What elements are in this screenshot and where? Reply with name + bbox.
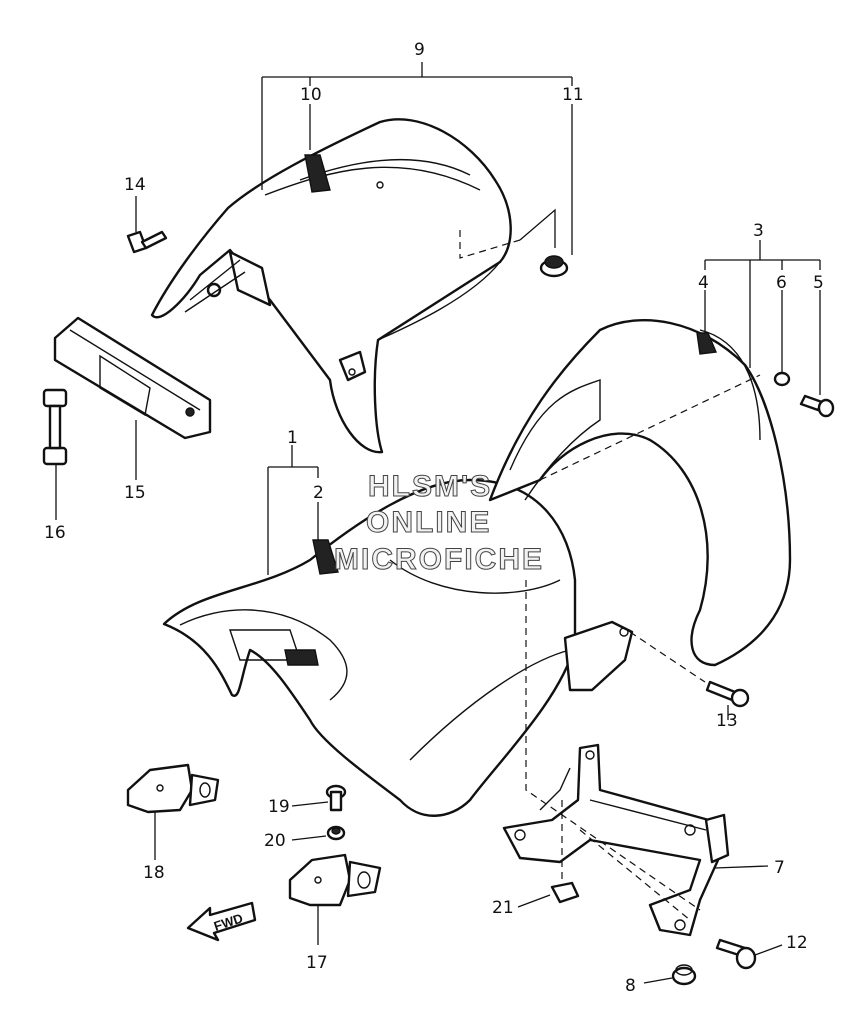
watermark: HLSM'S ONLINE MICROFICHE bbox=[334, 470, 544, 577]
part-9-rear-seat bbox=[150, 118, 556, 454]
callout-labels: 9 10 11 14 3 4 6 5 15 16 1 2 13 7 12 8 2… bbox=[44, 40, 824, 996]
watermark-line-2: ONLINE bbox=[366, 506, 491, 539]
part-20-nut bbox=[326, 825, 346, 841]
callout-16: 16 bbox=[44, 523, 66, 543]
part-12-bolt bbox=[715, 938, 757, 970]
part-11-grommet bbox=[539, 255, 569, 278]
callout-15: 15 bbox=[124, 483, 146, 503]
part-1-main-seat bbox=[162, 319, 792, 817]
part-14-bolt bbox=[126, 230, 168, 254]
part-13-bolt bbox=[705, 680, 750, 708]
callout-13: 13 bbox=[716, 711, 738, 731]
part-8-cap bbox=[671, 964, 697, 986]
part-15-bracket bbox=[53, 316, 212, 440]
callout-19: 19 bbox=[268, 797, 290, 817]
callout-3: 3 bbox=[753, 221, 764, 241]
part-6-washer bbox=[773, 371, 791, 387]
callout-14: 14 bbox=[124, 175, 146, 195]
callout-18: 18 bbox=[143, 863, 165, 883]
callout-11: 11 bbox=[562, 85, 584, 105]
part-7-frame-bracket bbox=[502, 743, 730, 937]
leader-lines bbox=[55, 62, 821, 984]
callout-7: 7 bbox=[774, 858, 785, 878]
watermark-line-3: MICROFICHE bbox=[334, 543, 544, 576]
callout-20: 20 bbox=[264, 831, 286, 851]
callout-10: 10 bbox=[300, 85, 322, 105]
callout-1: 1 bbox=[287, 428, 298, 448]
part-5-bolt bbox=[799, 394, 835, 418]
part-19-bolt bbox=[325, 784, 347, 812]
callout-2: 2 bbox=[313, 483, 324, 503]
part-17-seat-lock bbox=[288, 853, 382, 907]
callout-17: 17 bbox=[306, 953, 328, 973]
callout-4: 4 bbox=[698, 273, 709, 293]
callout-9: 9 bbox=[414, 40, 425, 60]
callout-8: 8 bbox=[625, 976, 636, 996]
watermark-line-1: HLSM'S bbox=[368, 470, 492, 503]
callout-12: 12 bbox=[786, 933, 808, 953]
part-18-seat-lock bbox=[126, 763, 220, 814]
callout-21: 21 bbox=[492, 898, 514, 918]
part-21-clip bbox=[550, 881, 580, 904]
fwd-direction-arrow: FWD bbox=[186, 901, 257, 942]
callout-5: 5 bbox=[813, 273, 824, 293]
part-16-strap bbox=[42, 388, 68, 466]
callout-6: 6 bbox=[776, 273, 787, 293]
